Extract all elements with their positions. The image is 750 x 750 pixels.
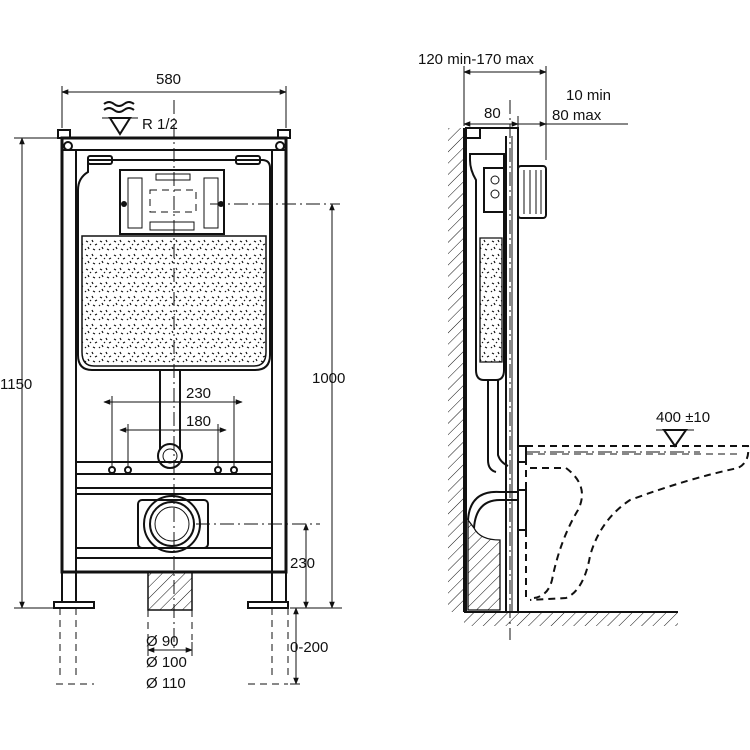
side-wall [448, 128, 678, 626]
label-width: 580 [156, 71, 181, 88]
label-pipe-d2: Ø 100 [146, 654, 187, 671]
label-floor-adjust: 0-200 [290, 639, 328, 656]
front-centerlines [173, 100, 340, 650]
label-supply: R 1/2 [142, 116, 178, 133]
label-bolt-outer: 230 [186, 385, 211, 402]
front-dimensions [14, 86, 342, 685]
label-total-height: 1150 [0, 376, 32, 393]
label-inlet-height: 1000 [312, 370, 345, 387]
label-plate-gap-max: 80 max [552, 107, 602, 124]
side-dimensions [463, 66, 694, 448]
toilet-bowl [525, 445, 750, 601]
label-drain-height: 230 [290, 555, 315, 572]
label-pipe-d1: Ø 90 [146, 633, 179, 650]
label-depth-range: 120 min-170 max [418, 51, 534, 68]
label-plate-gap-min: 10 min [566, 87, 611, 104]
label-frame-depth: 80 [484, 105, 501, 122]
label-pipe-d3: Ø 110 [146, 675, 186, 692]
label-seat-height: 400 ±10 [656, 409, 710, 426]
side-centerlines [509, 100, 700, 640]
side-frame [465, 127, 547, 613]
labels: 580 R 1/2 1150 1000 230 180 230 0-200 Ø … [0, 51, 710, 692]
label-bolt-inner: 180 [186, 413, 211, 430]
